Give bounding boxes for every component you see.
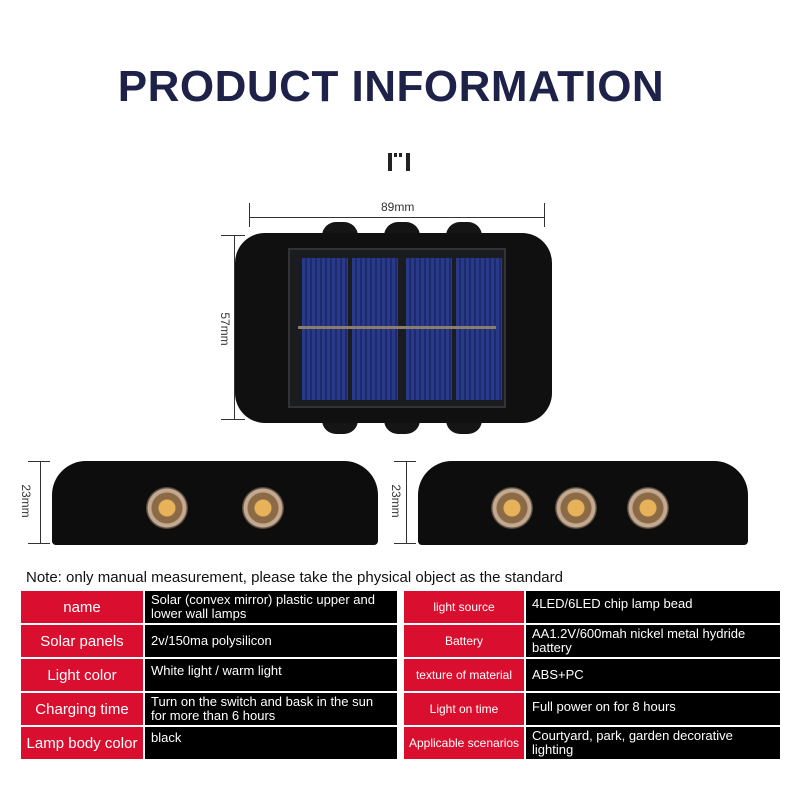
spec-value: Solar (convex mirror) plastic upper and … (145, 591, 397, 623)
lamp-top-tab (322, 222, 358, 236)
side-right-dimension-label: 23mm (389, 484, 403, 518)
spec-value: 4LED/6LED chip lamp bead (526, 591, 780, 623)
solar-cell (456, 258, 502, 400)
solar-cell (302, 258, 348, 400)
led-bead-icon (242, 487, 284, 529)
led-bead-icon (491, 487, 533, 529)
height-dimension-tick-bottom (221, 419, 245, 420)
height-dimension-label: 57mm (218, 312, 232, 346)
side-right-dimension-tick (394, 461, 416, 462)
spec-value: Turn on the switch and bask in the sun f… (145, 693, 397, 725)
spec-value: 2v/150ma polysilicon (145, 625, 397, 657)
table-row: Light color White light / warm light (21, 659, 397, 691)
side-left-dimension-label: 23mm (19, 484, 33, 518)
solar-cell (352, 258, 398, 400)
lamp-top-tab (384, 222, 420, 236)
spec-label: texture of material (404, 659, 524, 691)
spec-value: ABS+PC (526, 659, 780, 691)
spec-label: Battery (404, 625, 524, 657)
height-dimension-line (234, 235, 235, 420)
lamp-icon (388, 153, 412, 175)
side-right-dimension-line (406, 461, 407, 543)
spec-value: Courtyard, park, garden decorative light… (526, 727, 780, 759)
table-row: Charging time Turn on the switch and bas… (21, 693, 397, 725)
table-row: Battery AA1.2V/600mah nickel metal hydri… (404, 625, 780, 657)
spec-label: name (21, 591, 143, 623)
width-dimension-tick-right (544, 203, 545, 227)
led-bead-icon (555, 487, 597, 529)
spec-label: Applicable scenarios (404, 727, 524, 759)
spec-value: black (145, 727, 397, 759)
table-row: light source 4LED/6LED chip lamp bead (404, 591, 780, 623)
lamp-bottom-tab (446, 420, 482, 434)
spec-value: White light / warm light (145, 659, 397, 691)
spec-label: Lamp body color (21, 727, 143, 759)
table-row: Lamp body color black (21, 727, 397, 759)
spec-label: Solar panels (21, 625, 143, 657)
lamp-side-view-2led (52, 461, 378, 545)
width-dimension-label: 89mm (381, 200, 415, 214)
spec-value: AA1.2V/600mah nickel metal hydride batte… (526, 625, 780, 657)
side-left-dimension-line (40, 461, 41, 543)
side-left-dimension-tick (28, 543, 50, 544)
table-row: Light on time Full power on for 8 hours (404, 693, 780, 725)
table-row: Solar panels 2v/150ma polysilicon (21, 625, 397, 657)
solar-cell (406, 258, 452, 400)
lamp-bottom-tab (322, 420, 358, 434)
spec-label: Charging time (21, 693, 143, 725)
led-bead-icon (146, 487, 188, 529)
spec-label: light source (404, 591, 524, 623)
width-dimension-tick-left (249, 203, 250, 227)
led-bead-icon (627, 487, 669, 529)
table-row: texture of material ABS+PC (404, 659, 780, 691)
table-row: name Solar (convex mirror) plastic upper… (21, 591, 397, 623)
lamp-bottom-tab (384, 420, 420, 434)
side-right-dimension-tick (394, 543, 416, 544)
solar-busbar (298, 326, 496, 329)
spec-label: Light on time (404, 693, 524, 725)
height-dimension-tick-top (221, 235, 245, 236)
page-title: PRODUCT INFORMATION (117, 62, 665, 111)
spec-table-right: light source 4LED/6LED chip lamp bead Ba… (404, 589, 780, 761)
width-dimension-line (250, 217, 544, 218)
side-left-dimension-tick (28, 461, 50, 462)
spec-label: Light color (21, 659, 143, 691)
measurement-note: Note: only manual measurement, please ta… (26, 569, 563, 586)
spec-value: Full power on for 8 hours (526, 693, 780, 725)
spec-table-left: name Solar (convex mirror) plastic upper… (21, 589, 397, 761)
lamp-top-tab (446, 222, 482, 236)
table-row: Applicable scenarios Courtyard, park, ga… (404, 727, 780, 759)
